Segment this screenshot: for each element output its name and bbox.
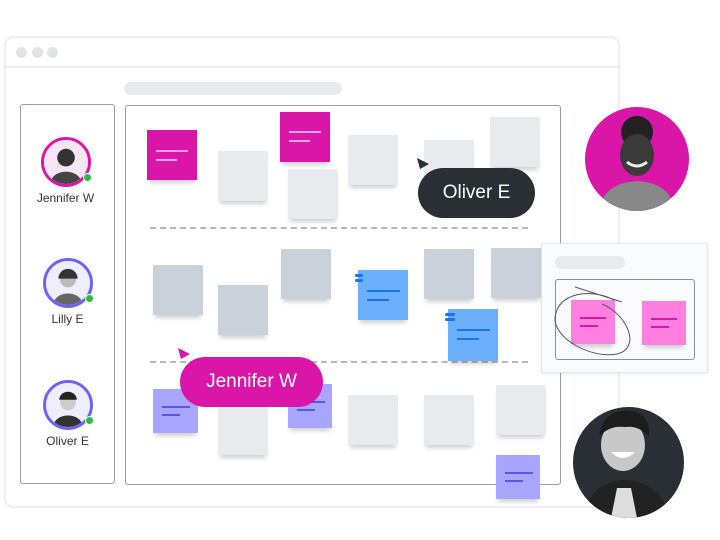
sticky-note[interactable] [153, 265, 203, 315]
cursor-pointer-icon [417, 158, 429, 169]
collaborator-lilly[interactable]: Lilly E [20, 258, 115, 326]
zoomed-preview-panel [541, 243, 708, 373]
person-photo-icon [583, 410, 671, 518]
avatar-oliver-large [573, 407, 684, 518]
avatar [42, 380, 94, 435]
online-status-icon [84, 294, 94, 303]
avatar [40, 137, 92, 193]
sticky-note[interactable] [355, 270, 408, 320]
sticky-note[interactable] [642, 301, 686, 345]
window-dot[interactable] [47, 47, 58, 58]
lasso-selection-icon [554, 286, 631, 356]
sticky-note[interactable] [281, 249, 331, 299]
collaborator-sidebar [20, 104, 115, 484]
sticky-note[interactable] [218, 405, 268, 455]
cursor-name: Oliver E [442, 182, 511, 203]
online-status-icon [84, 416, 94, 425]
sticky-note[interactable] [280, 112, 330, 162]
avatar-jennifer-large [585, 107, 689, 211]
sticky-note[interactable] [348, 135, 398, 185]
collaborator-name: Jennifer W [36, 191, 95, 205]
sticky-note[interactable] [218, 151, 268, 201]
preview-frame [555, 279, 695, 360]
online-status-icon [82, 173, 92, 182]
divider [150, 361, 528, 363]
collaborator-name: Lilly E [51, 312, 84, 326]
cursor-label-jennifer: Jennifer W [180, 357, 323, 407]
cursor-label-oliver: Oliver E [418, 168, 535, 218]
person-photo-icon [599, 116, 675, 211]
sticky-note[interactable] [496, 385, 546, 435]
sticky-note[interactable] [147, 130, 197, 180]
avatar [42, 258, 94, 313]
sticky-note[interactable] [571, 300, 615, 344]
person-icon [43, 140, 88, 193]
collaborator-jennifer[interactable]: Jennifer W [18, 137, 113, 205]
collaborator-oliver[interactable]: Oliver E [20, 380, 115, 448]
preview-title-bar [555, 256, 625, 269]
cursor-name: Jennifer W [206, 371, 297, 392]
collaborator-name: Oliver E [46, 434, 89, 448]
sticky-note[interactable] [445, 309, 498, 361]
person-icon [45, 261, 90, 313]
sticky-note[interactable] [424, 249, 474, 299]
sticky-note[interactable] [348, 395, 398, 445]
person-icon [45, 383, 90, 435]
sticky-note[interactable] [218, 285, 268, 335]
sticky-note[interactable] [496, 455, 540, 499]
title-bar [6, 38, 618, 68]
search-bar[interactable] [124, 82, 342, 95]
sticky-note[interactable] [288, 169, 338, 219]
cursor-pointer-icon [178, 348, 190, 359]
window-dot[interactable] [16, 47, 27, 58]
window-dot[interactable] [32, 47, 43, 58]
sticky-note[interactable] [491, 248, 541, 298]
sticky-note[interactable] [490, 117, 540, 167]
divider [150, 227, 528, 229]
sticky-note[interactable] [424, 395, 474, 445]
